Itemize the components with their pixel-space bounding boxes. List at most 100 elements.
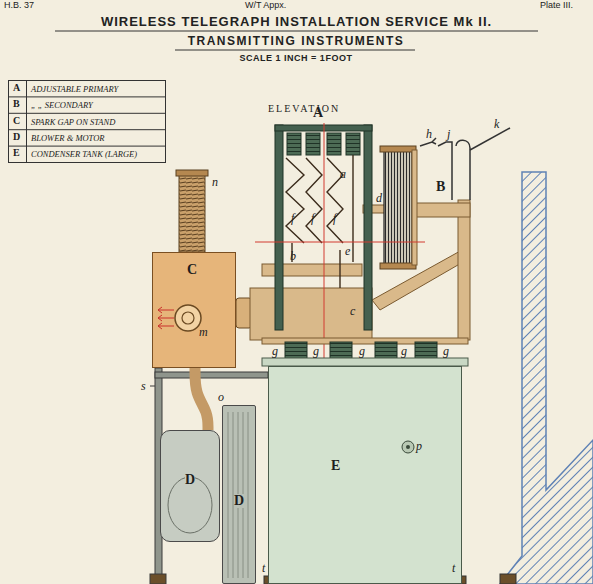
drawing-stroke — [500, 574, 516, 584]
spark-gap-screw — [176, 170, 208, 252]
drawing-stroke — [250, 288, 372, 340]
coil-part: A — [275, 106, 372, 332]
heading-text: Plate III. — [540, 1, 573, 10]
part-letter: C — [187, 263, 197, 277]
drawing-stroke — [150, 574, 166, 584]
callout-letter: g — [401, 345, 407, 357]
callout-letter: j — [447, 128, 450, 140]
heading-text: SCALE 1 INCH = 1FOOT — [240, 54, 353, 63]
table-cell: ADJUSTABLE PRIMARY — [31, 85, 118, 94]
heading-text: H.B. 37 — [4, 1, 34, 10]
drawing-stroke — [285, 342, 307, 360]
table-cell: B — [13, 99, 20, 109]
callout-letter: m — [199, 326, 208, 338]
drawing-stroke — [233, 412, 234, 578]
callout-letter: a — [340, 168, 346, 180]
table-cell: CONDENSER TANK (LARGE) — [31, 150, 137, 159]
wall-section — [500, 172, 593, 584]
drawing-stroke — [150, 386, 155, 387]
drawing-stroke — [175, 50, 415, 51]
drawing-stroke — [384, 150, 412, 265]
heading-text: TRANSMITTING INSTRUMENTS — [188, 35, 405, 47]
apparatus-box: D — [222, 405, 256, 584]
table-cell: A — [13, 83, 20, 93]
drawing-stroke — [346, 133, 360, 155]
drawing-stroke — [306, 158, 322, 243]
drawing-stroke — [9, 81, 166, 163]
drawing-stroke — [286, 158, 304, 243]
drawing-stroke — [182, 312, 194, 324]
drawing-stroke — [375, 342, 397, 360]
drawing-stroke — [179, 174, 205, 252]
heading-text: W/T Appx. — [245, 1, 286, 10]
drawing-stroke — [380, 146, 416, 152]
plate-title: WIRELESS TELEGRAPH INSTALLATION SERVICE … — [0, 15, 593, 28]
secondary-coil — [380, 146, 417, 269]
drawing-stroke — [456, 140, 470, 200]
part-letter: E — [331, 459, 340, 473]
callout-letter: s — [141, 380, 146, 392]
callout-letter: o — [217, 391, 225, 403]
drawing-stroke — [158, 318, 174, 319]
drawing-stroke — [175, 305, 201, 331]
drawing-stroke — [330, 342, 352, 360]
drawing-stroke — [410, 203, 470, 217]
drawing-stroke — [26, 81, 27, 163]
callout-letter: f — [311, 212, 314, 224]
legend-table — [9, 81, 166, 163]
drawing-stroke — [158, 323, 162, 329]
drawing-stroke — [380, 263, 416, 269]
drawing-stroke — [158, 326, 174, 327]
primary-coils — [286, 155, 353, 288]
callout-letter: t — [262, 562, 265, 574]
callout-letter: b — [290, 250, 296, 262]
drawing-stroke — [275, 125, 283, 330]
callout-letter: g — [272, 345, 278, 357]
drawing-stroke — [9, 129, 166, 130]
callout-letter: f — [333, 212, 336, 224]
drawing-stroke — [238, 412, 239, 578]
drawing-stroke — [176, 170, 208, 176]
drawing-stroke — [248, 412, 249, 578]
callout-letter: t — [452, 562, 455, 574]
drawing-stroke — [9, 96, 166, 97]
apparatus-box: D — [160, 430, 220, 542]
callout-letter: e — [345, 245, 350, 257]
air-pipe — [195, 368, 208, 430]
drawing-stroke — [9, 146, 166, 147]
part-letter: D — [234, 494, 244, 508]
callout-letter: p — [416, 440, 422, 452]
drawing-stroke — [402, 441, 414, 453]
drawing-stroke — [406, 445, 410, 449]
drawing-stroke — [168, 477, 212, 533]
callout-letter: g — [359, 345, 365, 357]
callout-letter: c — [350, 305, 355, 317]
drawing-stroke — [415, 342, 437, 360]
callout-letter: d — [376, 192, 382, 204]
drawing-stroke — [327, 133, 341, 155]
table-cell: C — [13, 116, 20, 126]
drawing-stroke — [55, 31, 538, 32]
drawing-stroke — [255, 242, 425, 243]
drawing-stroke — [155, 372, 268, 378]
drawing-stroke — [364, 125, 372, 330]
drawing-stroke — [243, 412, 244, 578]
drawing-stroke — [500, 172, 593, 584]
drawing-stroke — [458, 200, 470, 340]
callout-letter: g — [443, 345, 449, 357]
callout-letter: h — [426, 128, 432, 140]
coil-part: B — [378, 140, 458, 270]
spark-gap-stand — [150, 368, 268, 584]
table-cell: E — [13, 148, 20, 158]
drawing-stroke — [158, 307, 162, 313]
table-cell: SPARK GAP ON STAND — [31, 118, 115, 127]
callout-letter: n — [212, 176, 218, 188]
callout-letter: g — [313, 345, 319, 357]
drawing-stroke — [306, 133, 320, 155]
drawing-stroke — [262, 358, 468, 366]
secondary-terminals — [420, 128, 510, 200]
drawing-stroke — [9, 113, 166, 114]
table-cell: D — [13, 132, 20, 142]
title-rules — [55, 31, 538, 50]
